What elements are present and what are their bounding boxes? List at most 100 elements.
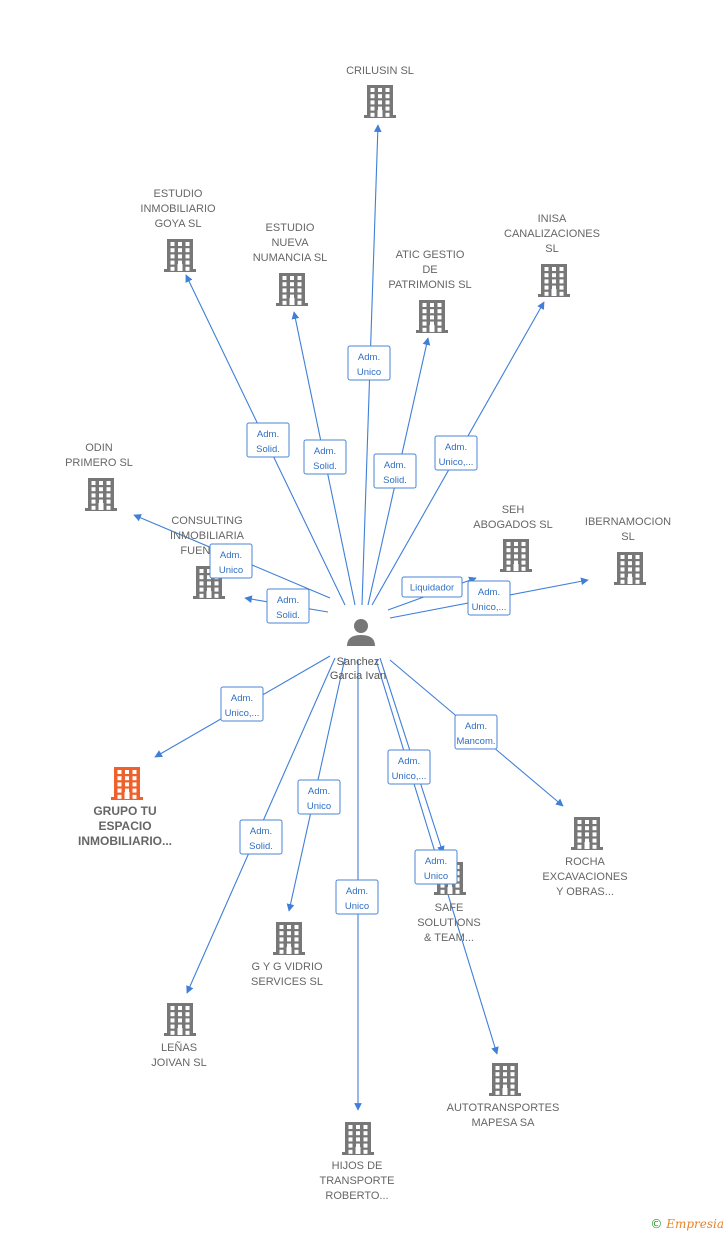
role-label-grupo-line-1: Adm. bbox=[231, 693, 253, 704]
company-node-ibernamocion[interactable]: IBERNAMOCION SL bbox=[585, 516, 671, 585]
role-label-ibernamocion-line-2: Unico,... bbox=[472, 602, 507, 613]
building-icon bbox=[571, 817, 603, 850]
company-label-estudio-numancia-line-2: NUEVA bbox=[271, 237, 309, 249]
role-label-estudio-goya-line-1: Adm. bbox=[257, 429, 279, 440]
role-box-inisa[interactable]: Adm. Unico,... bbox=[434, 435, 478, 471]
role-label-ibernamocion-line-1: Adm. bbox=[478, 587, 500, 598]
company-label-hijos-line-1: HIJOS DE bbox=[332, 1160, 383, 1172]
role-label-rocha-line-1: Adm. bbox=[465, 721, 487, 732]
role-label-inisa-line-2: Unico,... bbox=[439, 457, 474, 468]
company-node-estudio-numancia[interactable]: ESTUDIO NUEVA NUMANCIA SL bbox=[253, 222, 328, 306]
building-icon bbox=[364, 85, 396, 118]
company-label-estudio-goya-line-2: INMOBILIARIO bbox=[140, 203, 216, 215]
company-label-seh-line-2: ABOGADOS SL bbox=[473, 519, 552, 531]
company-label-hijos-line-3: ROBERTO... bbox=[325, 1190, 388, 1202]
company-node-auto[interactable]: AUTOTRANSPORTES MAPESA SA bbox=[447, 1063, 560, 1129]
company-label-ibernamocion-line-1: IBERNAMOCION bbox=[585, 516, 671, 528]
role-label-safe-line-2: Unico,... bbox=[392, 771, 427, 782]
company-node-crilusin[interactable]: CRILUSIN SL bbox=[346, 65, 414, 118]
person-node[interactable]: Sanchez Garcia Ivan bbox=[330, 619, 386, 682]
company-label-safe-line-1: SAFE bbox=[435, 902, 464, 914]
role-box-estudio-numancia[interactable]: Adm. Solid. bbox=[303, 439, 347, 475]
company-label-estudio-numancia-line-3: NUMANCIA SL bbox=[253, 252, 328, 264]
role-box-odin[interactable]: Adm. Unico bbox=[209, 543, 253, 579]
role-label-estudio-goya-line-2: Solid. bbox=[256, 444, 280, 455]
role-label-consulting-line-2: Solid. bbox=[276, 610, 300, 621]
roles-layer: Adm.UnicoAdm.Solid.Adm.Solid.Adm.Solid.A… bbox=[209, 345, 511, 915]
building-icon bbox=[85, 478, 117, 511]
role-box-safe[interactable]: Adm. Unico,... bbox=[387, 749, 431, 785]
role-box-lenas[interactable]: Adm. Solid. bbox=[239, 819, 283, 855]
company-label-atic-line-3: PATRIMONIS SL bbox=[388, 279, 471, 291]
company-label-inisa-line-2: CANALIZACIONES bbox=[504, 228, 600, 240]
brand-name: Empresia bbox=[666, 1217, 724, 1231]
role-label-estudio-numancia-line-2: Solid. bbox=[313, 461, 337, 472]
role-label-inisa-line-1: Adm. bbox=[445, 442, 467, 453]
company-label-odin-line-1: ODIN bbox=[85, 442, 113, 454]
building-icon bbox=[342, 1122, 374, 1155]
role-box-hijos[interactable]: Adm.Unico bbox=[335, 879, 379, 915]
company-label-atic-line-2: DE bbox=[422, 264, 437, 276]
company-label-atic-line-1: ATIC GESTIO bbox=[396, 249, 465, 261]
company-label-estudio-goya-line-3: GOYA SL bbox=[155, 218, 202, 230]
building-icon bbox=[164, 1003, 196, 1036]
company-label-auto-line-2: MAPESA SA bbox=[472, 1117, 536, 1129]
company-node-grupo[interactable]: GRUPO TUESPACIOINMOBILIARIO... bbox=[78, 767, 172, 848]
company-label-auto-line-1: AUTOTRANSPORTES bbox=[447, 1102, 560, 1114]
role-label-lenas-line-1: Adm. bbox=[250, 826, 272, 837]
building-icon bbox=[276, 273, 308, 306]
company-label-inisa-line-1: INISA bbox=[538, 213, 567, 225]
person-name-line-2: Garcia Ivan bbox=[330, 670, 386, 682]
role-box-ibernamocion[interactable]: Adm. Unico,... bbox=[467, 580, 511, 616]
role-label-odin-line-2: Unico bbox=[219, 565, 243, 576]
role-label-rocha-line-2: Mancom. bbox=[456, 736, 495, 747]
company-label-estudio-numancia-line-1: ESTUDIO bbox=[266, 222, 315, 234]
role-label-estudio-numancia-line-1: Adm. bbox=[314, 446, 336, 457]
building-icon bbox=[500, 539, 532, 572]
role-label-lenas-line-2: Solid. bbox=[249, 841, 273, 852]
role-label-crilusin-line-2: Unico bbox=[357, 367, 381, 378]
role-box-estudio-goya[interactable]: Adm. Solid. bbox=[246, 422, 290, 458]
role-label-safe-line-1: Adm. bbox=[398, 756, 420, 767]
role-box-rocha[interactable]: Adm. Mancom. bbox=[454, 714, 498, 750]
company-label-lenas-line-2: JOIVAN SL bbox=[151, 1057, 206, 1069]
role-box-gyg[interactable]: Adm. Unico bbox=[297, 779, 341, 815]
role-label-auto-line-1: Adm. bbox=[425, 856, 447, 867]
company-node-atic[interactable]: ATIC GESTIO DE PATRIMONIS SL bbox=[388, 249, 472, 333]
company-node-estudio-goya[interactable]: ESTUDIO INMOBILIARIO GOYA SL bbox=[140, 188, 216, 272]
company-label-estudio-goya-line-1: ESTUDIO bbox=[154, 188, 203, 200]
role-box-auto[interactable]: Adm.Unico bbox=[414, 849, 458, 885]
company-label-ibernamocion-line-2: SL bbox=[621, 531, 634, 543]
role-box-consulting[interactable]: Adm. Solid. bbox=[266, 588, 310, 624]
company-label-consulting-line-1: CONSULTING bbox=[171, 515, 242, 527]
role-label-seh-line-1: Liquidador bbox=[410, 583, 454, 594]
role-box-seh[interactable]: Liquidador bbox=[401, 576, 463, 598]
role-label-consulting-line-1: Adm. bbox=[277, 595, 299, 606]
person-name-line-1: Sanchez bbox=[337, 656, 380, 668]
company-label-grupo-line-1: GRUPO TU bbox=[93, 804, 156, 818]
role-label-odin-line-1: Adm. bbox=[220, 550, 242, 561]
company-label-grupo-line-2: ESPACIO bbox=[98, 819, 151, 833]
role-box-crilusin[interactable]: Adm. Unico bbox=[347, 345, 391, 381]
person-icon bbox=[347, 619, 375, 646]
company-node-hijos[interactable]: HIJOS DETRANSPORTEROBERTO... bbox=[320, 1122, 395, 1202]
role-label-grupo-line-2: Unico,... bbox=[225, 708, 260, 719]
company-label-rocha-line-1: ROCHA bbox=[565, 856, 605, 868]
role-label-gyg-line-1: Adm. bbox=[308, 786, 330, 797]
role-label-gyg-line-2: Unico bbox=[307, 801, 331, 812]
footer-brand[interactable]: © Empresia bbox=[650, 1217, 724, 1231]
role-box-grupo[interactable]: Adm. Unico,... bbox=[220, 686, 264, 722]
building-icon bbox=[538, 264, 570, 297]
role-label-crilusin-line-1: Adm. bbox=[358, 352, 380, 363]
building-icon bbox=[111, 767, 143, 800]
building-icon bbox=[416, 300, 448, 333]
role-box-atic[interactable]: Adm.Solid. bbox=[373, 453, 417, 489]
